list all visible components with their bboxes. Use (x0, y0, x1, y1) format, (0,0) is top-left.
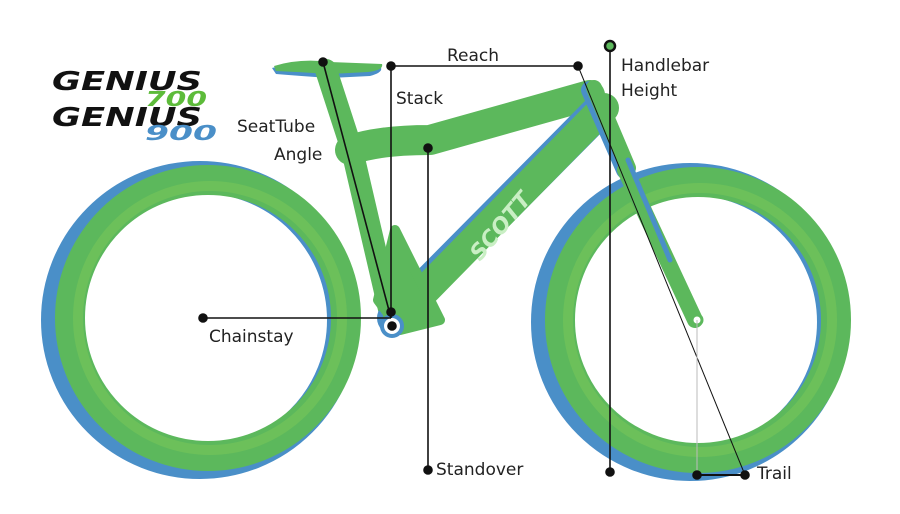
genius-logo: GENIUS 700 GENIUS 900 (52, 67, 217, 145)
seat-tube-angle-line (322, 61, 392, 319)
geometry-labels: Reach Stack SeatTube Angle Chainstay Sta… (209, 46, 792, 484)
label-trail: Trail (756, 464, 792, 484)
label-handlebar-height: Handlebar (621, 56, 709, 76)
handlebar-point (603, 39, 617, 53)
label-standover: Standover (436, 460, 523, 480)
label-handlebar-height-2: Height (621, 81, 678, 101)
steering-axis-line (577, 65, 746, 476)
logo-genius-900: GENIUS (52, 103, 202, 133)
label-chainstay: Chainstay (209, 327, 294, 347)
label-reach: Reach (447, 46, 499, 66)
logo-model-700: 700 (145, 87, 207, 111)
bike-frame: SCOTT (272, 59, 704, 338)
front-wheel (531, 163, 851, 481)
logo-genius-700: GENIUS (52, 67, 202, 97)
geometry-lines (198, 39, 750, 480)
label-seat-tube-angle: SeatTube (237, 117, 315, 137)
label-stack: Stack (396, 89, 443, 109)
logo-model-900: 900 (145, 121, 217, 145)
label-seat-tube-angle-2: Angle (274, 145, 322, 165)
